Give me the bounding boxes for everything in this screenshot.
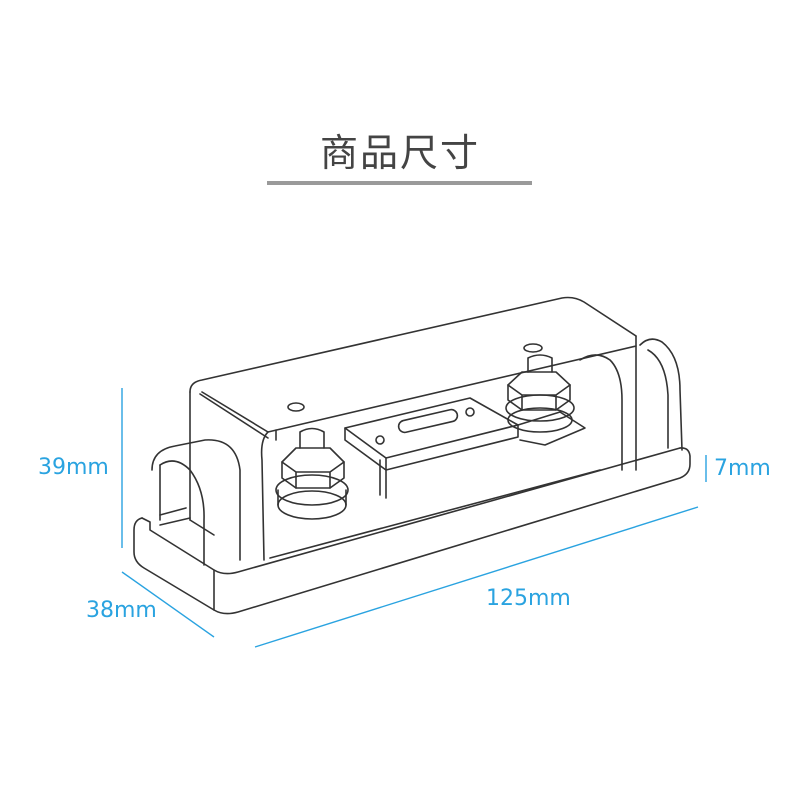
fuse-holder-outline [133,296,691,615]
page-title: 商品尺寸 [319,131,480,175]
fuse-body [344,397,519,459]
dimension-lines [121,388,707,648]
height-label: 39mm [38,455,109,480]
fuse-slot [397,408,459,434]
left-end-cap [151,439,241,561]
base-plate [133,447,691,615]
cover-top [189,296,637,393]
base-height-label: 7mm [714,456,771,481]
length-label: 125mm [486,586,571,611]
right-terminal-nut [505,354,575,433]
title-underline [267,181,532,185]
length-dimension-line [254,506,699,648]
depth-dimension-line [121,571,215,638]
left-terminal-nut [275,427,349,520]
depth-label: 38mm [86,598,157,623]
right-end-cap [639,338,683,451]
